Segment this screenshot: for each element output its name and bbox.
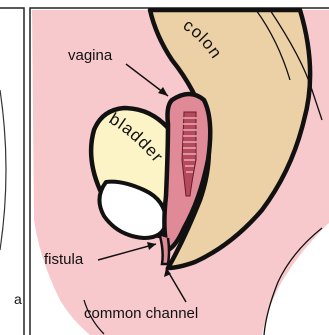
common-channel-label: common channel [84,305,198,322]
common-channel [160,236,169,264]
left-panel-fragment: a [14,291,22,307]
fistula-label: fistula [44,251,84,268]
vagina-label: vagina [68,47,113,64]
left-panel-frame [0,8,24,335]
